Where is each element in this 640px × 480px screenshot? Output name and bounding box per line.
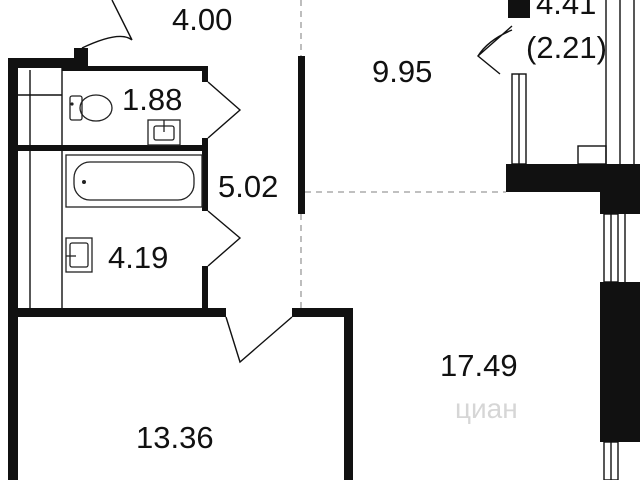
balcony-small-block [577, 145, 607, 165]
area-bathroom: 4.19 [108, 240, 168, 275]
wall-entry-jamb [74, 48, 88, 68]
wall-bedroom-top-left [18, 308, 226, 317]
area-kitchen: 9.95 [372, 54, 432, 89]
area-living-room: 17.49 [440, 348, 518, 383]
wall-toilet-bath [18, 145, 208, 151]
fixtures [65, 94, 203, 273]
area-corridor: 5.02 [218, 169, 278, 204]
balcony-post [508, 0, 530, 18]
wall-toilet-right-upper [202, 66, 208, 82]
windows [18, 0, 635, 480]
door-bedroom [225, 316, 293, 364]
area-bedroom: 13.36 [136, 420, 214, 455]
wall-kitchen-living-partition [298, 56, 305, 214]
wall-bedroom-top-right [292, 308, 352, 317]
wall-wet-block-top [8, 58, 88, 68]
bathtub [65, 154, 203, 208]
walls [8, 0, 640, 480]
area-balcony-reduced: (2.21) [526, 30, 607, 65]
door-entry-top [81, 0, 133, 49]
bathroom-sink [65, 237, 93, 273]
door-balcony [476, 25, 513, 75]
wall-toilet-right-lower [202, 138, 208, 151]
wall-toilet-top [62, 66, 208, 71]
wall-balcony-bottom [506, 164, 640, 192]
area-hall-top: 4.00 [172, 2, 232, 37]
door-toilet [207, 81, 242, 139]
wall-bath-right-upper [202, 151, 208, 211]
toilet-fixture [69, 94, 113, 122]
toilet-sink [147, 119, 181, 146]
outer-wall-left [8, 58, 18, 480]
outer-wall-right-2 [600, 282, 640, 442]
area-labels: 4.00 9.95 4.41 (2.21) 1.88 5.02 4.19 17.… [108, 0, 607, 455]
area-balcony: 4.41 [536, 0, 596, 21]
wall-bath-right-lower [202, 266, 208, 314]
outer-wall-right-1 [600, 192, 640, 214]
wall-bedroom-living [344, 308, 353, 480]
doors [81, 0, 513, 364]
door-bath [207, 210, 242, 267]
area-toilet: 1.88 [122, 82, 182, 117]
zone-separators [300, 0, 506, 308]
watermark-text: циан [455, 393, 518, 424]
